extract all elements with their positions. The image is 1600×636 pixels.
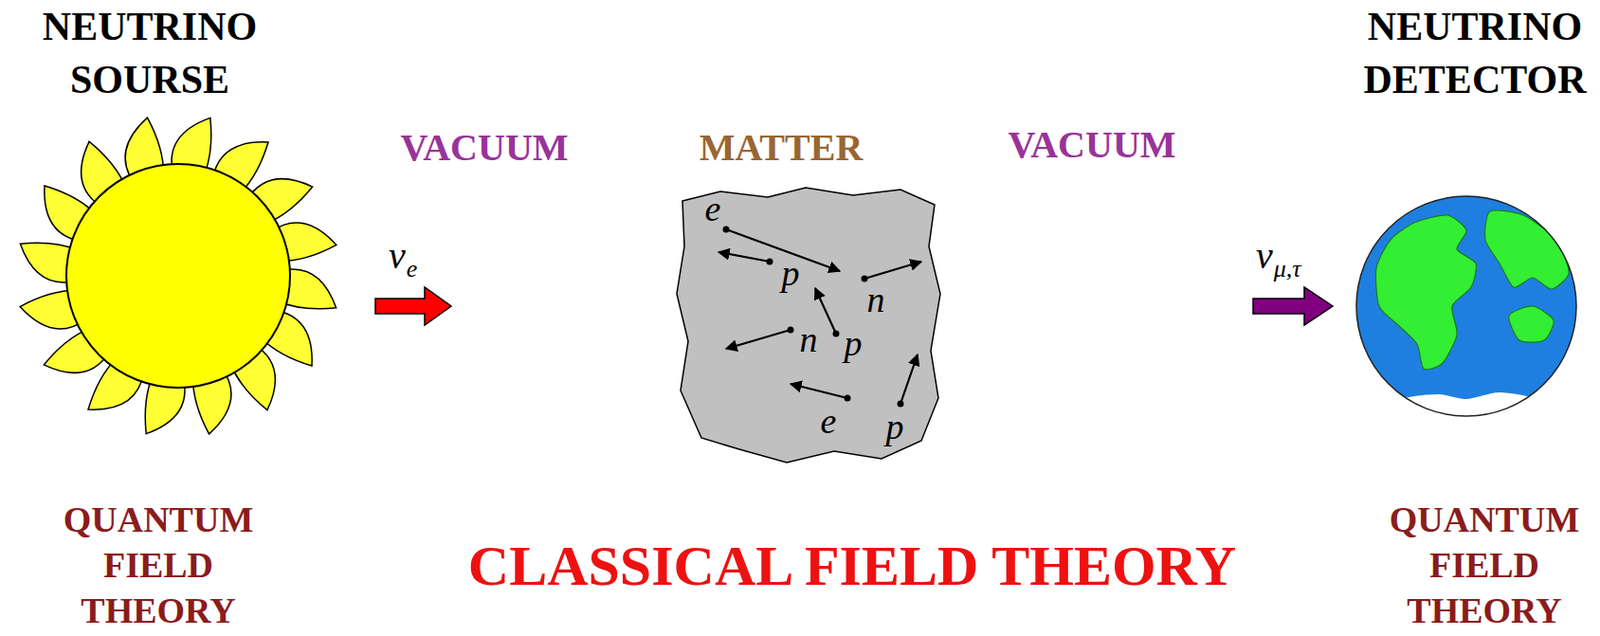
sun-rays — [19, 117, 337, 435]
particle-dot — [861, 275, 869, 283]
region-label: VACUUM — [400, 126, 568, 170]
muon-tau-neutrino-arrow — [1253, 287, 1333, 326]
particle-arrow — [815, 288, 840, 338]
earth-outline — [1356, 196, 1577, 417]
theory-label: QUANTUM FIELD THEORY — [1389, 496, 1581, 634]
electron-neutrino-arrow — [375, 287, 452, 326]
region-label: VACUUM — [1007, 123, 1176, 167]
particle-dot — [897, 400, 905, 408]
particle-arrow — [723, 226, 841, 273]
velocity-arrow — [815, 288, 837, 334]
continents — [1376, 210, 1570, 443]
polar-ice — [1392, 392, 1544, 443]
velocity-arrow — [900, 354, 918, 404]
theory-banner: CLASSICAL FIELD THEORY — [468, 533, 1237, 599]
particle-arrow — [897, 354, 919, 408]
matter-region: MATTERepnnpep — [663, 113, 948, 474]
particle-dot — [766, 258, 774, 266]
continent — [1509, 306, 1554, 343]
continent — [1376, 215, 1477, 370]
neutrino-symbol: ν — [1255, 235, 1273, 277]
particle-dot — [787, 327, 795, 334]
particle-letter: p — [844, 324, 863, 363]
neutrino-detector-earth: NEUTRINO DETECTOR QUANTUM FIELD THEORY — [1327, 0, 1600, 636]
velocity-arrow — [718, 252, 770, 262]
particle-dot — [844, 395, 852, 402]
particle-letter: e — [705, 189, 722, 228]
source-heading: NEUTRINO SOURSE — [42, 0, 257, 107]
particle-letter: p — [781, 254, 800, 292]
particle-arrow — [790, 383, 852, 402]
particle-letter: e — [820, 401, 837, 440]
neutrino-flavour-subscript: e — [406, 255, 419, 283]
particle-dot — [723, 226, 730, 234]
velocity-arrow — [790, 383, 848, 399]
neutrino-source-sun: NEUTRINO SOURSE QUANTUM FIELD THEORY — [0, 0, 342, 636]
neutrino-flavour-subscript: μ,τ — [1273, 255, 1302, 283]
particle-arrow — [726, 327, 795, 350]
neutrino-symbol: ν — [388, 235, 406, 277]
earth-ocean — [1356, 196, 1577, 417]
particle-arrows — [718, 226, 922, 408]
velocity-arrow — [864, 261, 922, 279]
detector-heading: NEUTRINO DETECTOR — [1363, 0, 1587, 107]
theory-label: QUANTUM FIELD THEORY — [63, 496, 255, 634]
matter-blob — [676, 187, 941, 463]
sun-disc — [66, 163, 291, 388]
particle-dot — [833, 330, 840, 338]
particle-letter: n — [800, 320, 819, 359]
particle-arrow — [718, 252, 774, 266]
particle-letter: p — [886, 407, 905, 446]
particle-letter: n — [867, 280, 886, 319]
region-heading: MATTER — [699, 126, 864, 170]
velocity-arrow — [726, 329, 791, 349]
particle-arrow — [861, 261, 923, 283]
continent — [1485, 210, 1569, 290]
